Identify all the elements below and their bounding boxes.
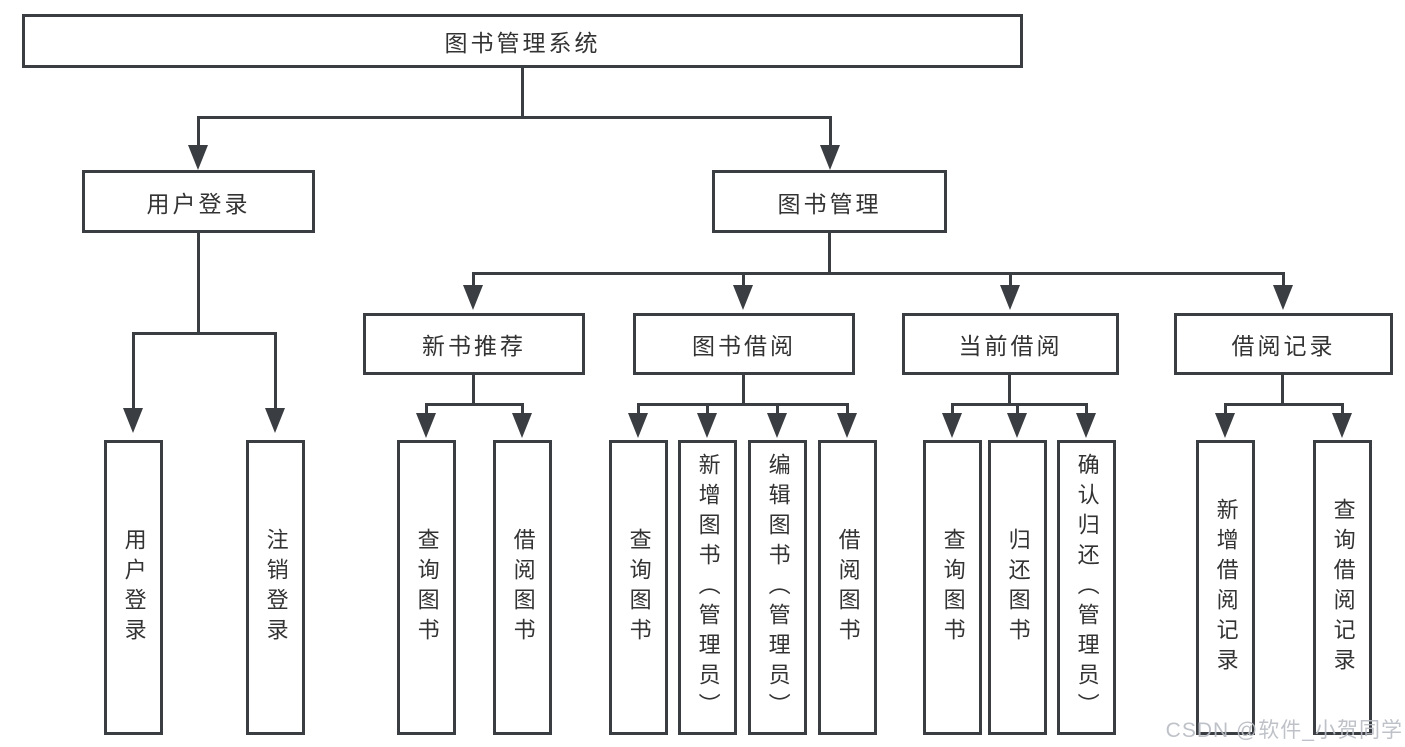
- connector-arrowhead: [1000, 285, 1020, 310]
- connector-arrowhead: [188, 145, 208, 170]
- connector-line: [472, 272, 475, 287]
- connector-arrowhead: [416, 413, 436, 438]
- node-new-book-recommend: 新书推荐: [363, 313, 585, 375]
- connector-arrowhead: [123, 408, 143, 433]
- csdn-watermark: CSDN @软件_小贺同学: [1165, 719, 1403, 742]
- node-book-management: 图书管理: [712, 170, 947, 233]
- node-leaf-query-books-borrowing: 查询图书: [609, 440, 668, 735]
- connector-arrowhead: [628, 413, 648, 438]
- node-root-system: 图书管理系统: [22, 14, 1023, 68]
- connector-line: [846, 403, 849, 415]
- node-leaf-user-login: 用户登录: [104, 440, 163, 735]
- connector-arrowhead: [1076, 413, 1096, 438]
- connector-line: [1009, 272, 1012, 287]
- connector-line: [1016, 403, 1019, 415]
- node-book-borrowing: 图书借阅: [633, 313, 855, 375]
- connector-arrowhead: [837, 413, 857, 438]
- connector-line: [425, 403, 524, 406]
- node-current-borrowing: 当前借阅: [902, 313, 1119, 375]
- connector-line: [197, 233, 200, 334]
- connector-line: [132, 332, 135, 410]
- connector-line: [1085, 403, 1088, 415]
- connector-arrowhead: [265, 408, 285, 433]
- connector-line: [1341, 403, 1344, 415]
- node-leaf-query-books-current: 查询图书: [923, 440, 982, 735]
- connector-line: [637, 403, 640, 415]
- connector-line: [951, 403, 954, 415]
- connector-arrowhead: [1007, 413, 1027, 438]
- connector-line: [776, 403, 779, 415]
- connector-arrowhead: [1332, 413, 1352, 438]
- connector-line: [1282, 272, 1285, 287]
- connector-arrowhead: [512, 413, 532, 438]
- node-leaf-logout: 注销登录: [246, 440, 305, 735]
- connector-line: [828, 233, 831, 274]
- connector-line: [706, 403, 709, 415]
- connector-line: [425, 403, 428, 415]
- connector-line: [637, 403, 849, 406]
- connector-line: [742, 375, 745, 405]
- connector-line: [829, 116, 832, 148]
- connector-line: [1224, 403, 1227, 415]
- connector-line: [1224, 403, 1344, 406]
- node-user-login: 用户登录: [82, 170, 315, 233]
- connector-arrowhead: [767, 413, 787, 438]
- connector-arrowhead: [733, 285, 753, 310]
- connector-line: [742, 272, 745, 287]
- connector-line: [951, 403, 1088, 406]
- connector-arrowhead: [1273, 285, 1293, 310]
- node-leaf-add-borrow-record: 新增借阅记录: [1196, 440, 1255, 735]
- connector-line: [1281, 375, 1284, 405]
- connector-arrowhead: [697, 413, 717, 438]
- node-leaf-borrow-books-recommend: 借阅图书: [493, 440, 552, 735]
- connector-arrowhead: [1215, 413, 1235, 438]
- connector-arrowhead: [820, 145, 840, 170]
- connector-line: [197, 116, 200, 148]
- node-leaf-confirm-return-admin: 确认归还（管理员）: [1057, 440, 1116, 735]
- connector-line: [521, 403, 524, 415]
- node-leaf-query-books-recommend: 查询图书: [397, 440, 456, 735]
- node-leaf-return-book: 归还图书: [988, 440, 1047, 735]
- connector-arrowhead: [942, 413, 962, 438]
- connector-line: [274, 332, 277, 410]
- connector-line: [521, 68, 524, 118]
- node-leaf-borrow-books-borrowing: 借阅图书: [818, 440, 877, 735]
- node-leaf-add-book-admin: 新增图书（管理员）: [678, 440, 737, 735]
- connector-line: [1008, 375, 1011, 405]
- connector-line: [472, 272, 1285, 275]
- node-leaf-query-borrow-record: 查询借阅记录: [1313, 440, 1372, 735]
- node-leaf-edit-book-admin: 编辑图书（管理员）: [748, 440, 807, 735]
- connector-line: [197, 116, 832, 119]
- connector-line: [132, 332, 277, 335]
- connector-arrowhead: [463, 285, 483, 310]
- node-borrowing-records: 借阅记录: [1174, 313, 1393, 375]
- connector-line: [472, 375, 475, 405]
